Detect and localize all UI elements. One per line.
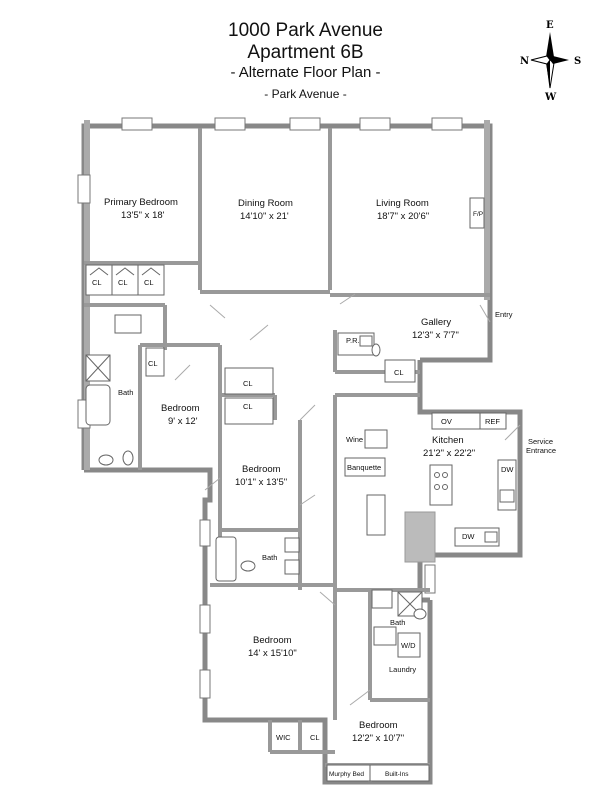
primary-bedroom-name: Primary Bedroom [104,197,178,208]
washer-dryer-label: W/D [401,641,416,650]
compass-s: S [574,56,581,67]
compass-n: N [520,56,529,67]
closet-label: CL [144,278,154,287]
walk-in-closet-label: WIC [276,733,291,742]
street-label: - Park Avenue - [264,87,347,101]
bath-label: Bath [262,553,277,562]
bedroom-c-dims: 14' x 15'10" [248,648,297,659]
bedroom-c-name: Bedroom [253,635,292,646]
powder-room-label: P.R. [346,336,360,345]
closet-group-hall [145,347,416,425]
bedroom-d-dims: 12'2" x 10'7" [352,733,404,744]
entry-label: Entry [495,310,513,319]
plan-subtitle: Apartment 6B [247,42,364,63]
interior-walls [84,128,490,782]
compass-w: W [544,92,557,103]
service-entrance-label: Service [528,437,553,446]
compass-e: E [546,20,554,31]
built-ins-label: Built-Ins [385,771,409,778]
primary-bath-fixtures [85,314,142,466]
living-room-dims: 18'7" x 20'6" [377,211,429,222]
bath-2-fixtures [215,536,300,582]
dishwasher-label: DW [501,465,514,474]
murphy-bed-label: Murphy Bed [329,771,364,778]
bedroom-a-dims: 9' x 12' [168,416,198,427]
kitchen-fixtures [344,412,517,563]
bedroom-b-dims: 10'1" x 13'5" [235,477,287,488]
closet-label: CL [118,278,128,287]
gallery-dims: 12'3" x 7'7" [412,330,459,341]
oven-label: OV [441,417,452,426]
closet-label: CL [92,278,102,287]
bath-3-fixtures [371,589,427,658]
primary-bedroom-dims: 13'5" x 18' [121,210,165,221]
bedroom-d-furniture [326,764,430,782]
kitchen-dims: 21'2" x 22'2" [423,448,475,459]
gallery-name: Gallery [421,317,451,328]
closet-label: CL [243,402,253,411]
service-entrance-label: Entrance [526,446,556,455]
closet-label: CL [243,379,253,388]
bath-label: Bath [118,388,133,397]
dishwasher-label: DW [462,532,475,541]
dining-room-dims: 14'10" x 21' [240,211,289,222]
refrigerator-label: REF [485,417,500,426]
dining-room-name: Dining Room [238,198,293,209]
fireplace-label: F/P [473,211,483,218]
bedroom-d-name: Bedroom [359,720,398,731]
banquette-label: Banquette [347,463,381,472]
fireplace-icon [469,197,485,229]
closet-label: CL [394,368,404,377]
laundry-label: Laundry [389,665,416,674]
closet-label: CL [148,359,158,368]
closet-label: CL [310,733,320,742]
plan-variant: - Alternate Floor Plan - [230,64,381,81]
closet-group-primary [85,264,165,296]
compass-icon: E N S W [520,20,581,103]
kitchen-name: Kitchen [432,435,464,446]
living-room-name: Living Room [376,198,429,209]
wine-label: Wine [346,435,363,444]
bedroom-a-name: Bedroom [161,403,200,414]
door-swings [174,293,521,706]
bedroom-b-name: Bedroom [242,464,281,475]
bath-label: Bath [390,618,405,627]
powder-room-fixtures [337,332,381,357]
plan-title: 1000 Park Avenue [228,20,383,41]
